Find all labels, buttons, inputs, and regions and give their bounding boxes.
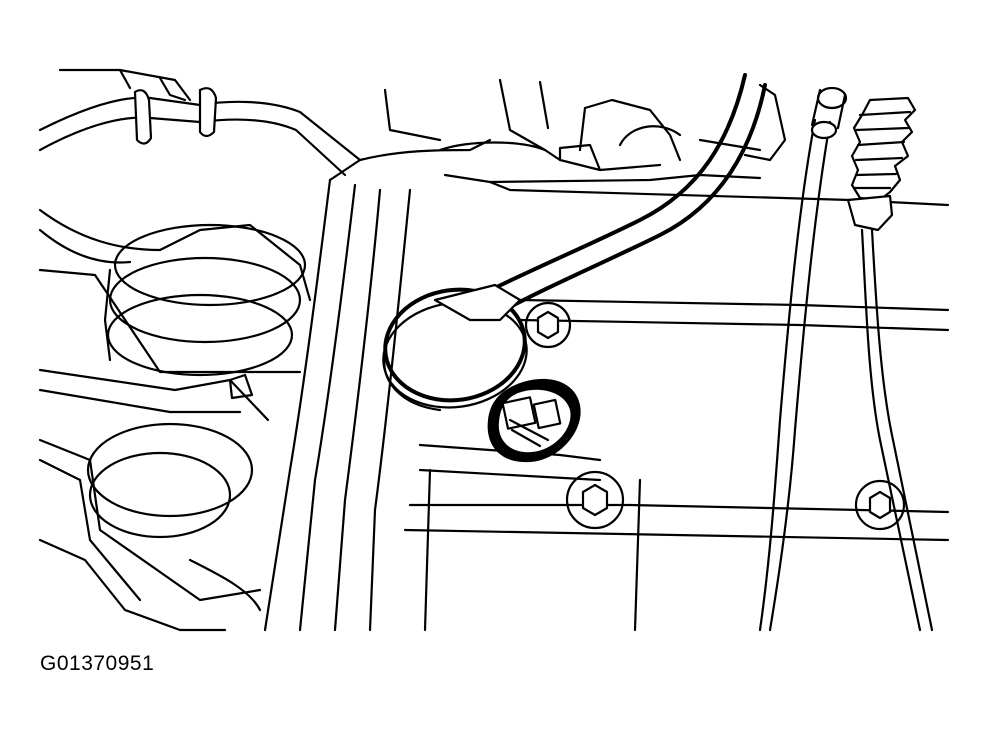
bracket	[578, 98, 682, 162]
figure-id-label: G01370951	[40, 652, 155, 675]
bolt-right	[854, 479, 906, 531]
sensor-connector	[487, 378, 581, 463]
valve-cover	[263, 78, 950, 632]
pulley-assembly	[38, 208, 312, 632]
bolt-upper	[524, 301, 572, 349]
cable-left	[758, 86, 848, 632]
hose-assembly	[38, 68, 362, 177]
wiring-harness	[433, 73, 787, 322]
rubber-boot	[846, 96, 934, 632]
bolt-lower	[565, 470, 625, 530]
